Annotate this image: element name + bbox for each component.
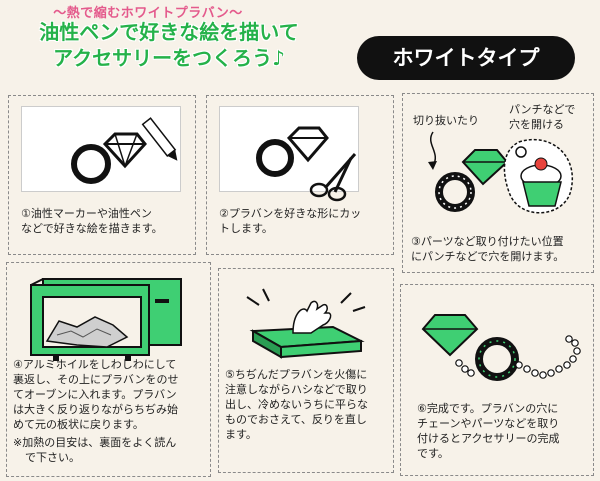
step-1-caption: ①油性マーカーや油性ペン などで好きな絵を描きます。 (21, 206, 191, 236)
step-2-panel: ②プラバンを好きな形にカッ トします。 (206, 95, 394, 255)
subtitle: 〜熱で縮むホワイトプラバン〜 (53, 6, 243, 21)
step-1-panel: ①油性マーカーや油性ペン などで好きな絵を描きます。 (8, 95, 196, 255)
scissors-icon (309, 153, 357, 202)
step-4-note: ※加熱の目安は、裏面をよく読ん で下さい。 (13, 435, 211, 465)
green-ring-part-icon (435, 149, 509, 212)
cut-ring-icon (256, 126, 329, 177)
cut-out-label: 切り抜いたり (413, 114, 479, 127)
step-1-caption-line-2: などで好きな絵を描きます。 (21, 222, 163, 235)
headline-line-1: 油性ペンで好きな絵を描いて (39, 20, 299, 44)
punch-label-line-1: パンチなどで (509, 103, 576, 116)
step-6-caption-line-4: です。 (417, 447, 449, 460)
punch-label: パンチなどで 穴を開ける (509, 102, 575, 132)
step-5-caption-line-3: 出し、冷めないうちに平らな (225, 398, 368, 411)
step-5-caption-line-2: 注意しながらハシなどで取り (225, 383, 368, 396)
step-6-caption-line-3: 付けるとアクセサリーの完成 (417, 432, 560, 445)
step-3-caption-line-2: にパンチなどで穴を開けます。 (411, 250, 565, 263)
step-6-panel: ⑥完成です。プラバンの穴にチェーンやパーツなどを取り付けるとアクセサリーの完成で… (400, 284, 594, 476)
ring-drawing-icon (71, 132, 147, 184)
step-4-panel: ④アルミホイルをしわしわにして裏返し、その上にプラバンをのせてオーブンに入れます… (6, 262, 211, 477)
step-4-caption-line-3: てオーブンに入れます。プラバン (13, 388, 177, 401)
finished-accessory-icon (421, 314, 581, 381)
step-5-caption: ⑤ちぢんだプラバンを火傷に注意しながらハシなどで取り出し、冷めないうちに平らなも… (225, 367, 391, 442)
step-4-note-line-2: で下さい。 (25, 451, 80, 464)
headline: 油性ペンで好きな絵を描いて アクセサリーをつくろう♪ (4, 19, 334, 71)
step-5-caption-line-4: ものでおさえて、反りを直し (225, 413, 367, 426)
cupcake-tag-icon (503, 138, 574, 214)
step-3-caption-line-1: ③パーツなど取り付けたい位置 (411, 235, 564, 248)
arrow-icon (428, 131, 437, 170)
step-5-panel: ⑤ちぢんだプラバンを火傷に注意しながらハシなどで取り出し、冷めないうちに平らなも… (218, 268, 394, 473)
step-2-caption-line-1: ②プラバンを好きな形にカッ (219, 207, 362, 220)
step-4-note-line-1: ※加熱の目安は、裏面をよく読ん (13, 436, 177, 449)
punch-label-line-2: 穴を開ける (509, 118, 564, 131)
pen-icon (141, 117, 178, 161)
step-6-caption-line-1: ⑥完成です。プラバンの穴に (417, 402, 559, 415)
step-4-caption-line-2: 裏返し、その上にプラバンをのせ (13, 373, 179, 386)
headline-line-2: アクセサリーをつくろう♪ (53, 46, 285, 70)
step-6-caption-line-2: チェーンやパーツなどを取り (417, 417, 560, 430)
step-5-caption-line-5: ます。 (225, 428, 257, 441)
step-1-caption-line-1: ①油性マーカーや油性ペン (21, 207, 152, 220)
step-2-caption-line-2: トします。 (219, 222, 273, 235)
pressing-hand-icon (246, 288, 366, 359)
type-badge: ホワイトタイプ (357, 36, 575, 80)
step-6-caption: ⑥完成です。プラバンの穴にチェーンやパーツなどを取り付けるとアクセサリーの完成で… (417, 401, 589, 461)
foil-icon (45, 316, 129, 348)
step-3-panel: 切り抜いたり パンチなどで 穴を開ける ③パーツなど取り付けたい位置 にパンチな… (402, 93, 594, 273)
step-5-caption-line-1: ⑤ちぢんだプラバンを火傷に (225, 368, 368, 381)
step-4-caption: ④アルミホイルをしわしわにして裏返し、その上にプラバンをのせてオーブンに入れます… (13, 357, 211, 432)
step-4-caption-line-4: は大きく反り返りながらちぢみ始 (13, 403, 178, 416)
step-4-caption-line-1: ④アルミホイルをしわしわにして (13, 358, 177, 371)
step-3-caption: ③パーツなど取り付けたい位置 にパンチなどで穴を開けます。 (411, 234, 593, 264)
step-4-caption-line-5: めて元の板状に戻ります。 (13, 418, 144, 431)
step-2-caption: ②プラバンを好きな形にカッ トします。 (219, 206, 389, 236)
